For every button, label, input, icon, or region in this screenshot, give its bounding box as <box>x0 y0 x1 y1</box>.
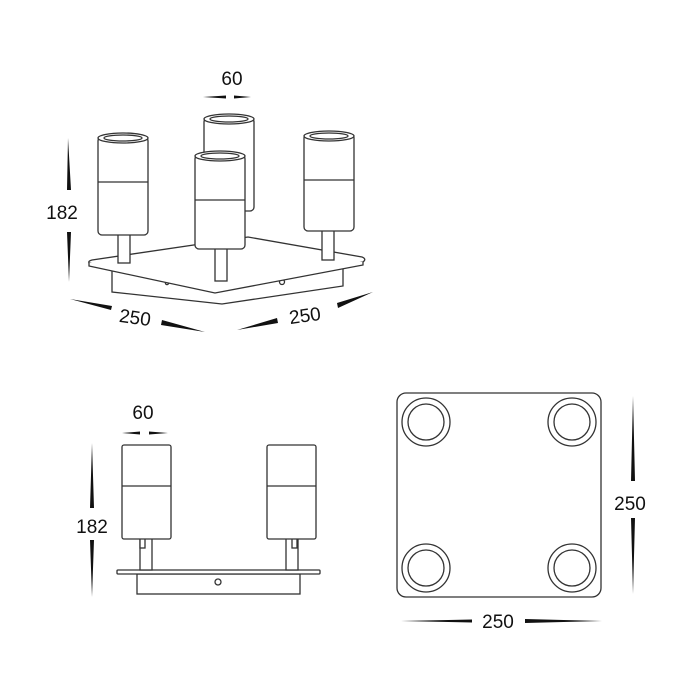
width-arrows <box>401 619 602 623</box>
side-view: 60 182 <box>76 403 321 597</box>
width-arrows <box>122 431 168 435</box>
mounting-plate <box>116 569 321 575</box>
height-arrows <box>90 443 94 597</box>
depth-right-arrows <box>237 292 373 330</box>
plate-outline <box>396 392 602 598</box>
height-label: 182 <box>46 203 78 224</box>
spotlight-top-right <box>547 397 597 447</box>
width-label: 250 <box>482 612 514 633</box>
depth-right-label: 250 <box>288 304 322 329</box>
perspective-view: 60 182 250 250 <box>46 69 373 332</box>
spotlight-top-left <box>401 397 451 447</box>
height-label: 182 <box>76 517 108 538</box>
depth-left-label: 250 <box>118 306 152 331</box>
spotlight-right <box>266 444 317 571</box>
height-label: 250 <box>614 494 646 515</box>
spotlight-bottom-left <box>401 543 451 593</box>
width-label: 60 <box>221 69 242 90</box>
width-arrows <box>203 95 251 99</box>
depth-left-arrows <box>70 299 205 332</box>
spotlight-right <box>303 130 355 261</box>
top-view: 250 250 <box>396 392 646 633</box>
spotlight-front <box>194 150 246 282</box>
screw-hole <box>214 578 222 586</box>
height-arrows <box>631 396 635 594</box>
width-label: 60 <box>132 403 153 424</box>
spotlight-left <box>97 132 149 264</box>
height-arrows <box>67 138 71 282</box>
spotlight-left <box>121 444 172 571</box>
spotlight-bottom-right <box>547 543 597 593</box>
